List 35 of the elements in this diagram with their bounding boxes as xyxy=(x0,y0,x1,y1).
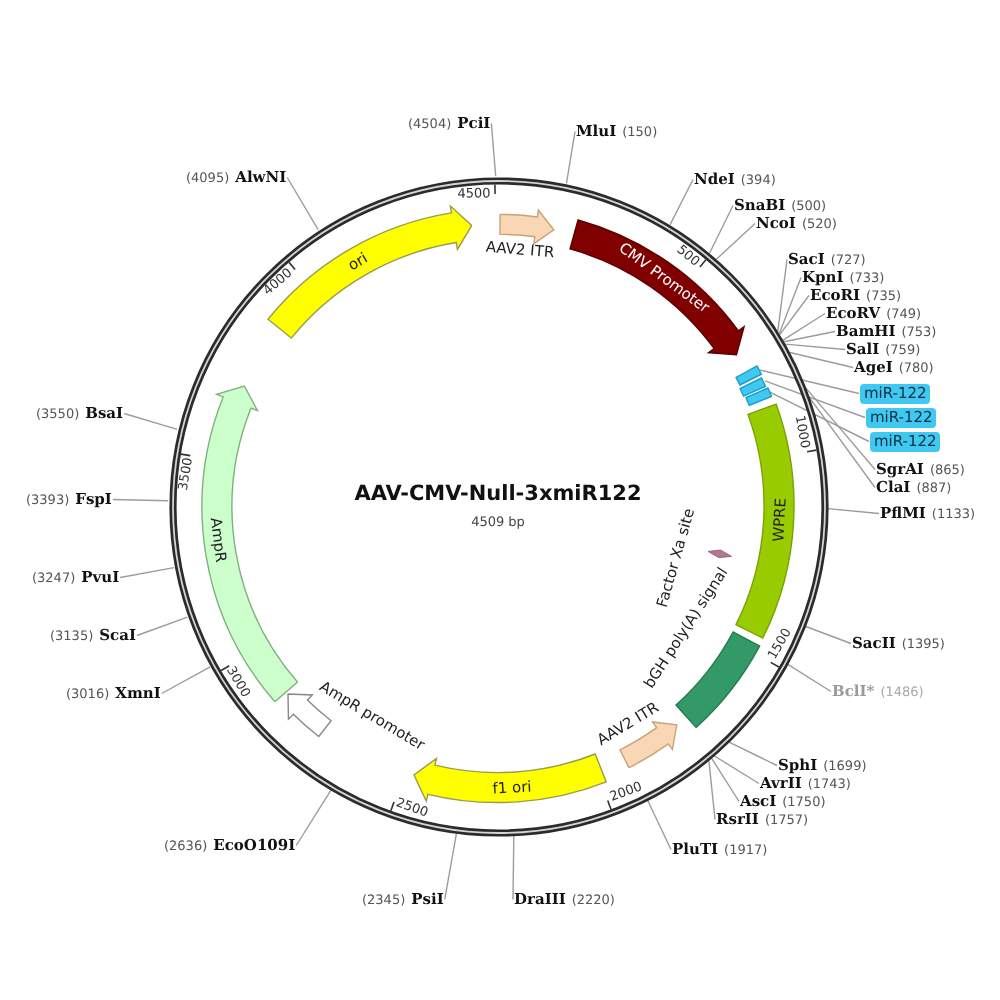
leader-line xyxy=(286,176,319,231)
leader-line xyxy=(769,391,870,443)
leader-line xyxy=(712,754,760,785)
leader-line xyxy=(710,756,740,803)
leader-line xyxy=(136,616,189,637)
leader-line xyxy=(119,566,175,579)
leader-line xyxy=(708,758,716,821)
leader-line xyxy=(783,330,836,343)
leader-line xyxy=(778,276,802,335)
leader-line xyxy=(565,130,576,185)
leader-line xyxy=(715,222,756,260)
leader-line xyxy=(764,380,866,419)
leader-line xyxy=(512,834,515,901)
leader-line xyxy=(112,498,169,502)
leader-line xyxy=(827,507,880,515)
leader-line xyxy=(727,741,778,767)
leader-line xyxy=(646,799,672,851)
leader-line xyxy=(784,343,846,351)
leader-line xyxy=(805,387,876,471)
leader-line xyxy=(295,789,332,847)
leader-line xyxy=(777,258,788,333)
leader-line xyxy=(669,178,694,226)
plasmid-name: AAV-CMV-Null-3xmiR122 xyxy=(354,483,642,505)
leader-line xyxy=(161,666,211,695)
leader-line xyxy=(804,625,852,645)
leader-line xyxy=(789,351,854,369)
leader-line xyxy=(808,396,876,489)
leader-line xyxy=(782,312,826,341)
leader-line xyxy=(779,294,810,336)
leader-line xyxy=(490,122,497,177)
leader-line xyxy=(123,412,178,431)
leader-line xyxy=(758,369,860,395)
leader-line xyxy=(708,204,734,254)
leader-line xyxy=(444,832,458,901)
leader-line xyxy=(786,663,832,693)
